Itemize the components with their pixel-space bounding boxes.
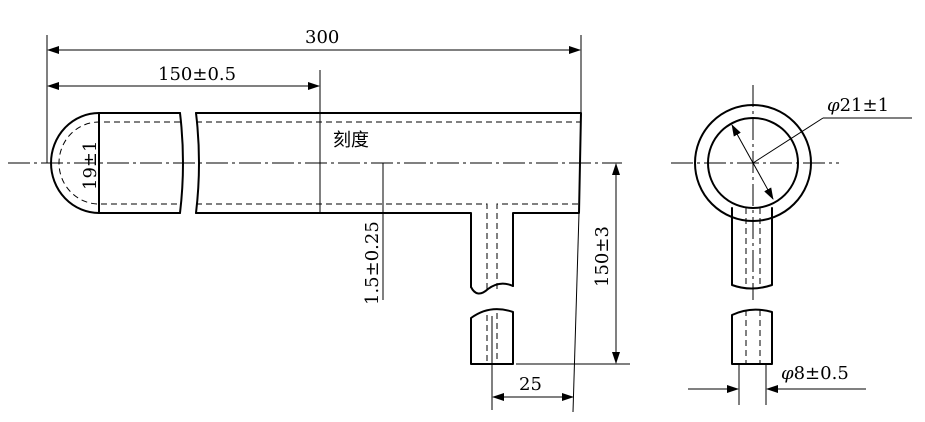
left-tube-outline bbox=[50, 112, 181, 214]
dimension-label-19: 19±1 bbox=[80, 141, 101, 190]
branch-diameter-value: 8±0.5 bbox=[794, 363, 849, 384]
dimension-label-1-5: 1.5±0.25 bbox=[362, 221, 383, 305]
dimension-label-25: 25 bbox=[519, 374, 542, 395]
dimension-label-150-3: 150±3 bbox=[592, 226, 613, 287]
side-branch-upper-bore bbox=[745, 208, 761, 288]
main-tube-outline bbox=[195, 112, 582, 287]
scale-label: 刻度 bbox=[333, 130, 369, 151]
ring-inner bbox=[707, 117, 799, 209]
ring-outer bbox=[694, 104, 812, 222]
ring-diameter-leader bbox=[752, 117, 824, 164]
branch-bottom-inner-bore bbox=[486, 313, 498, 364]
ring-diameter-label: φ21±1 bbox=[827, 95, 889, 116]
ring-diameter-arrow bbox=[731, 124, 774, 200]
ring-diameter-symbol: φ bbox=[827, 95, 840, 116]
branch-bottom-segment bbox=[470, 308, 514, 365]
branch-inner-bore-right bbox=[496, 203, 579, 289]
left-tube-break bbox=[179, 112, 184, 214]
extension-line-right-slanted bbox=[572, 212, 580, 413]
branch-lower-break bbox=[470, 282, 514, 295]
branch-diameter-symbol: φ bbox=[781, 363, 794, 384]
dimension-label-150: 150±0.5 bbox=[158, 64, 236, 85]
ring-diameter-value: 21±1 bbox=[840, 95, 889, 116]
side-branch-lower bbox=[731, 308, 773, 365]
branch-diameter-label: φ8±0.5 bbox=[781, 363, 849, 384]
dimension-label-300: 300 bbox=[305, 27, 339, 48]
main-tube-inner-bore-bottom bbox=[196, 203, 488, 289]
left-tube-inner-bore bbox=[58, 121, 180, 205]
main-tube-lower-edge bbox=[195, 212, 472, 288]
side-branch-upper bbox=[731, 207, 773, 290]
main-tube-break bbox=[195, 112, 200, 214]
side-branch-lower-bore bbox=[745, 310, 761, 364]
